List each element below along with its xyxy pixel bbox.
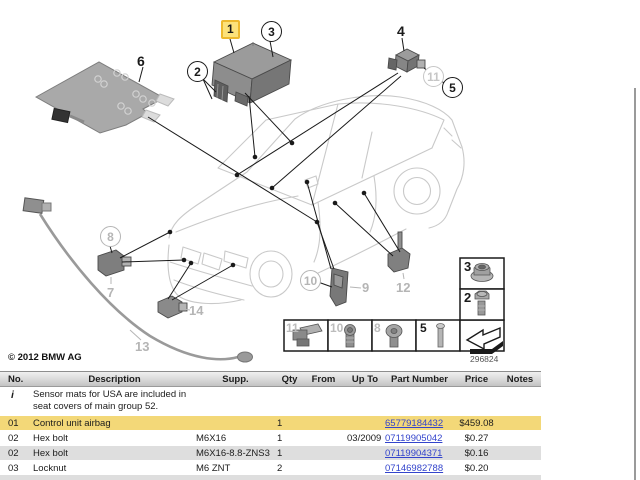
- row-description: Hex bolt: [33, 432, 68, 444]
- callout-6: 6: [137, 53, 145, 69]
- callout-10: 10: [300, 270, 321, 291]
- copyright-text: © 2012 BMW AG: [8, 352, 82, 363]
- header-upto: Up To: [351, 373, 379, 385]
- next-row-partial: [0, 475, 541, 480]
- strip-label-5: 5: [420, 321, 427, 335]
- row-price: $0.16: [464, 447, 489, 459]
- info-line-2: seat covers of main group 52.: [33, 401, 159, 412]
- callout-1-highlighted: 1: [221, 20, 240, 39]
- row-no: 02: [8, 432, 19, 444]
- strip-label-8: 8: [374, 321, 381, 335]
- nut-icon: [470, 263, 494, 282]
- info-line-1: Sensor mats for USA are included in: [33, 389, 187, 400]
- row-upto: 03/2009: [347, 432, 382, 444]
- header-part-number: Part Number: [390, 373, 448, 385]
- pin-icon: [436, 323, 445, 348]
- part-number-link[interactable]: 65779184432: [385, 417, 444, 429]
- row-no: 01: [8, 417, 19, 429]
- row-description: Control unit airbag: [33, 417, 111, 429]
- box-label-2: 2: [464, 290, 472, 305]
- row-price: $0.27: [464, 432, 489, 444]
- row-no: 03: [8, 462, 19, 474]
- gray-ticks: [110, 272, 405, 341]
- bracket-icon: [292, 323, 323, 347]
- car-outline: [167, 95, 465, 305]
- part-number-link[interactable]: 07119904371: [385, 447, 443, 459]
- callout-14: 14: [189, 303, 204, 318]
- row-description: Locknut: [33, 462, 67, 474]
- table-header-row: No. Description Supp. Qty From Up To Par…: [0, 371, 541, 387]
- row-supp: M6 ZNT: [196, 462, 231, 474]
- row-price: $459.08: [459, 417, 494, 429]
- info-row: i Sensor mats for USA are included in se…: [0, 387, 541, 416]
- header-qty: Qty: [281, 373, 298, 385]
- sensor-mat-part: [34, 61, 175, 134]
- part-number-link[interactable]: 07119905042: [385, 432, 443, 444]
- callout-9: 9: [362, 280, 370, 295]
- table-row: 01 Control unit airbag 1 65779184432 $45…: [0, 416, 541, 431]
- header-price: Price: [464, 373, 489, 385]
- bolt-icon: [474, 290, 490, 316]
- row-qty: 1: [277, 447, 283, 459]
- diagram-number: 296824: [470, 354, 499, 364]
- sensor-9-part: [329, 267, 349, 307]
- strip-label-11: 11: [286, 321, 299, 335]
- callout-12: 12: [396, 280, 411, 295]
- callout-7: 7: [107, 285, 115, 300]
- row-no: 02: [8, 447, 19, 459]
- sensor-12-part: [387, 231, 411, 273]
- callout-11: 11: [423, 66, 444, 87]
- sensor-8-part: [97, 249, 132, 277]
- callout-2: 2: [187, 61, 208, 82]
- header-from: From: [311, 373, 336, 385]
- sensor-4-part: [387, 48, 426, 73]
- screw-icon: [344, 324, 356, 348]
- header-no: No.: [8, 373, 24, 385]
- row-qty: 1: [277, 417, 283, 429]
- callout-13: 13: [135, 339, 150, 354]
- leader-lines: [119, 72, 402, 301]
- table-row: 03 Locknut M6 ZNT 2 07146982788 $0.20: [0, 461, 541, 476]
- row-qty: 1: [277, 432, 283, 444]
- airbag-parts-diagram: [22, 37, 505, 363]
- cable-13-part: [22, 197, 253, 363]
- callout-4: 4: [397, 23, 405, 39]
- page-right-border: [634, 88, 636, 480]
- header-supp: Supp.: [222, 373, 249, 385]
- row-supp: M6X16: [196, 432, 227, 444]
- row-price: $0.20: [464, 462, 489, 474]
- info-text: Sensor mats for USA are included in seat…: [33, 387, 541, 415]
- header-description: Description: [88, 373, 141, 385]
- sensor-14-part: [157, 295, 188, 319]
- row-qty: 2: [277, 462, 283, 474]
- table-row: 02 Hex bolt M6X16 1 03/2009 07119905042 …: [0, 431, 541, 446]
- row-supp: M6X16-8.8-ZNS3: [196, 447, 270, 459]
- callout-5: 5: [442, 77, 463, 98]
- header-notes: Notes: [506, 373, 534, 385]
- table-row: 02 Hex bolt M6X16-8.8-ZNS3 1 07119904371…: [0, 446, 541, 461]
- callout-8: 8: [100, 226, 121, 247]
- leader-dots: [167, 140, 367, 268]
- round-screw-icon: [385, 324, 403, 348]
- box-label-3: 3: [464, 259, 472, 274]
- control-unit-part: [211, 42, 293, 107]
- parts-table: No. Description Supp. Qty From Up To Par…: [0, 371, 541, 476]
- row-description: Hex bolt: [33, 447, 68, 459]
- continue-arrow-icon: [465, 326, 503, 354]
- strip-label-10: 10: [330, 321, 344, 335]
- info-icon: i: [11, 389, 14, 401]
- callout-3: 3: [261, 21, 282, 42]
- part-number-link[interactable]: 07146982788: [385, 462, 444, 474]
